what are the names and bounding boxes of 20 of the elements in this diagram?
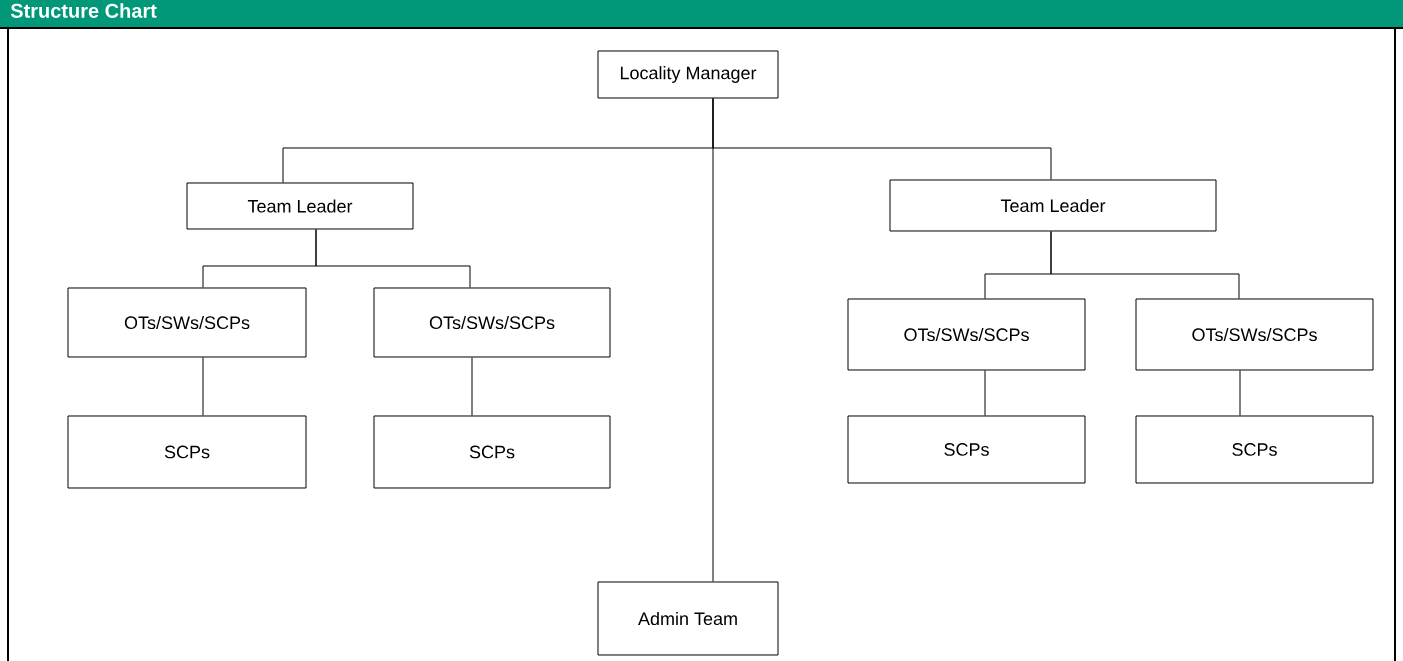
role-box: OTs/SWs/SCPs — [67, 287, 307, 358]
connector-line — [1050, 231, 1240, 299]
role-box: OTs/SWs/SCPs — [373, 287, 611, 358]
connector-line — [315, 229, 471, 288]
role-box: Team Leader — [186, 182, 414, 230]
connector-line — [712, 98, 714, 582]
connector-line — [1239, 370, 1241, 416]
role-box: Team Leader — [889, 179, 1217, 232]
header-bar: Structure Chart — [0, 0, 1403, 28]
role-box: SCPs — [373, 415, 611, 489]
connector-line — [202, 357, 204, 416]
role-box: SCPs — [67, 415, 307, 489]
role-box: SCPs — [1135, 415, 1374, 484]
role-box: SCPs — [847, 415, 1086, 484]
role-box: OTs/SWs/SCPs — [1135, 298, 1374, 371]
role-box: Admin Team — [597, 581, 779, 656]
role-box: Locality Manager — [597, 50, 779, 99]
connector-line — [471, 357, 473, 416]
connector-line — [984, 370, 986, 416]
role-box: OTs/SWs/SCPs — [847, 298, 1086, 371]
